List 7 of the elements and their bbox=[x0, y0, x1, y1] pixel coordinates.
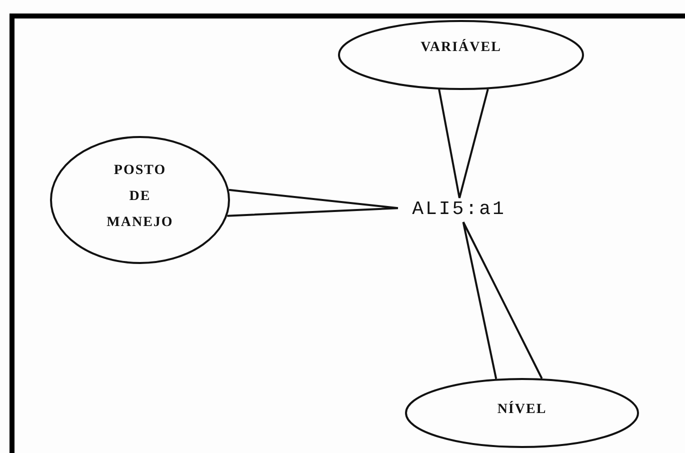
variable-code: ALI5:a1 bbox=[411, 198, 507, 220]
bubble-label: VARIÁVEL bbox=[420, 38, 502, 57]
callout-tail bbox=[462, 221, 543, 380]
callout-tail bbox=[438, 88, 489, 199]
bubble-label: POSTO DE MANEJO bbox=[106, 162, 174, 232]
callout-tail bbox=[226, 188, 399, 217]
bubble-label: NÍVEL bbox=[496, 400, 548, 419]
